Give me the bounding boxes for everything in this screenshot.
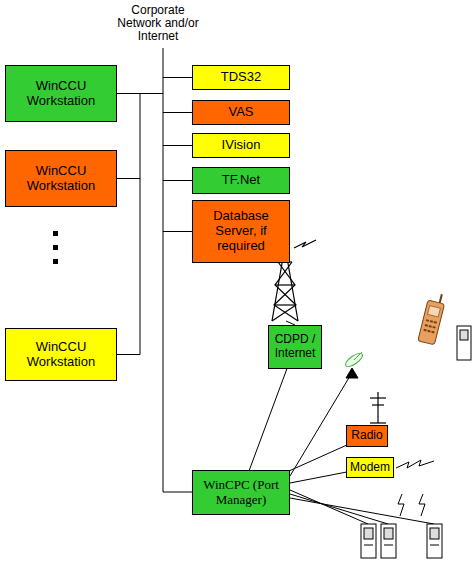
rtu-panel bbox=[460, 330, 468, 340]
bus-tap bbox=[163, 492, 192, 493]
rtu-detail bbox=[384, 545, 393, 546]
phone-key bbox=[429, 325, 432, 328]
phone-key bbox=[430, 320, 433, 323]
box-label: Database Server, if required bbox=[197, 209, 285, 254]
bus-tap bbox=[163, 77, 192, 78]
link-line bbox=[290, 472, 346, 483]
antenna-element bbox=[372, 404, 384, 405]
phone-key bbox=[427, 330, 430, 333]
phone-screen bbox=[428, 306, 441, 317]
rtu-detail bbox=[430, 545, 439, 546]
ellipsis-dot bbox=[53, 259, 58, 264]
box-label: Modem bbox=[350, 461, 390, 475]
dish-feed bbox=[354, 352, 362, 360]
rtu-cabinet bbox=[427, 524, 442, 558]
box-label: IVision bbox=[222, 138, 261, 153]
antenna-element bbox=[370, 397, 386, 398]
box-label: WinCCU Workstation bbox=[10, 340, 112, 370]
system-box: TDS32 bbox=[192, 65, 290, 90]
box-label: TDS32 bbox=[221, 70, 261, 85]
link-line bbox=[290, 445, 346, 470]
rtu-detail bbox=[364, 545, 373, 546]
system-box: CDPD / Internet bbox=[268, 325, 322, 369]
tower-lattice bbox=[272, 262, 296, 321]
bus-tap bbox=[117, 178, 140, 179]
phone-key bbox=[434, 321, 437, 324]
network-label: Corporate Network and/or Internet bbox=[114, 4, 202, 43]
phone-key bbox=[426, 319, 429, 322]
phone-antenna bbox=[440, 294, 442, 303]
rtu-panel bbox=[364, 528, 373, 539]
phone-key bbox=[432, 326, 435, 329]
system-box: WinCPC (Port Manager) bbox=[192, 470, 290, 515]
phone-key bbox=[431, 331, 434, 334]
radio-signal bbox=[294, 240, 316, 248]
dish-wire bbox=[290, 376, 350, 476]
ellipsis-dot bbox=[53, 245, 58, 250]
bus-tap bbox=[163, 231, 192, 232]
box-label: WinCCU Workstation bbox=[10, 164, 112, 194]
modem-signal bbox=[396, 460, 434, 468]
phone-key bbox=[425, 324, 428, 327]
system-box: WinCCU Workstation bbox=[5, 328, 117, 381]
box-label: CDPD / Internet bbox=[272, 333, 318, 361]
connector-layer bbox=[249, 369, 346, 483]
box-label: TF.Net bbox=[222, 173, 260, 188]
system-box: WinCCU Workstation bbox=[5, 65, 117, 122]
antenna-base bbox=[370, 422, 386, 423]
link-line bbox=[249, 369, 286, 470]
dish-base bbox=[346, 368, 358, 378]
wireless-signal bbox=[419, 494, 425, 516]
radio-antenna bbox=[377, 392, 378, 423]
system-box: IVision bbox=[192, 133, 290, 158]
rtu-panel bbox=[384, 528, 393, 539]
phone-key bbox=[423, 329, 426, 332]
rtu-cabinet bbox=[457, 326, 471, 360]
tower-crossbar bbox=[274, 304, 296, 305]
ellipsis-dot bbox=[53, 231, 58, 236]
box-label: Radio bbox=[351, 429, 382, 443]
rtu-cabinet bbox=[381, 524, 396, 558]
system-box: WinCCU Workstation bbox=[5, 150, 117, 207]
bus-tap bbox=[163, 180, 192, 181]
system-box: TF.Net bbox=[192, 167, 290, 194]
satellite-dish bbox=[344, 351, 365, 369]
bus-tap bbox=[163, 112, 192, 113]
box-label: VAS bbox=[228, 105, 253, 120]
system-box: Database Server, if required bbox=[192, 200, 290, 263]
system-box: Radio bbox=[346, 425, 388, 447]
rtu-panel bbox=[430, 528, 439, 539]
rtu-wire bbox=[290, 498, 434, 524]
rtu-cabinet bbox=[361, 524, 376, 558]
tower-crossbar bbox=[275, 284, 295, 285]
bus-tap bbox=[117, 354, 140, 355]
rtu-wire bbox=[290, 490, 368, 524]
workstation-riser bbox=[140, 94, 141, 355]
system-box: VAS bbox=[192, 100, 290, 125]
box-label: WinCCU Workstation bbox=[10, 79, 112, 109]
wireless-signal bbox=[398, 494, 404, 516]
mobile-phone bbox=[418, 300, 445, 345]
system-box: Modem bbox=[346, 457, 394, 478]
box-label: WinCPC (Port Manager) bbox=[197, 478, 285, 508]
rtu-wire bbox=[290, 494, 388, 524]
bus-tap bbox=[163, 145, 192, 146]
network-bus bbox=[163, 48, 164, 492]
